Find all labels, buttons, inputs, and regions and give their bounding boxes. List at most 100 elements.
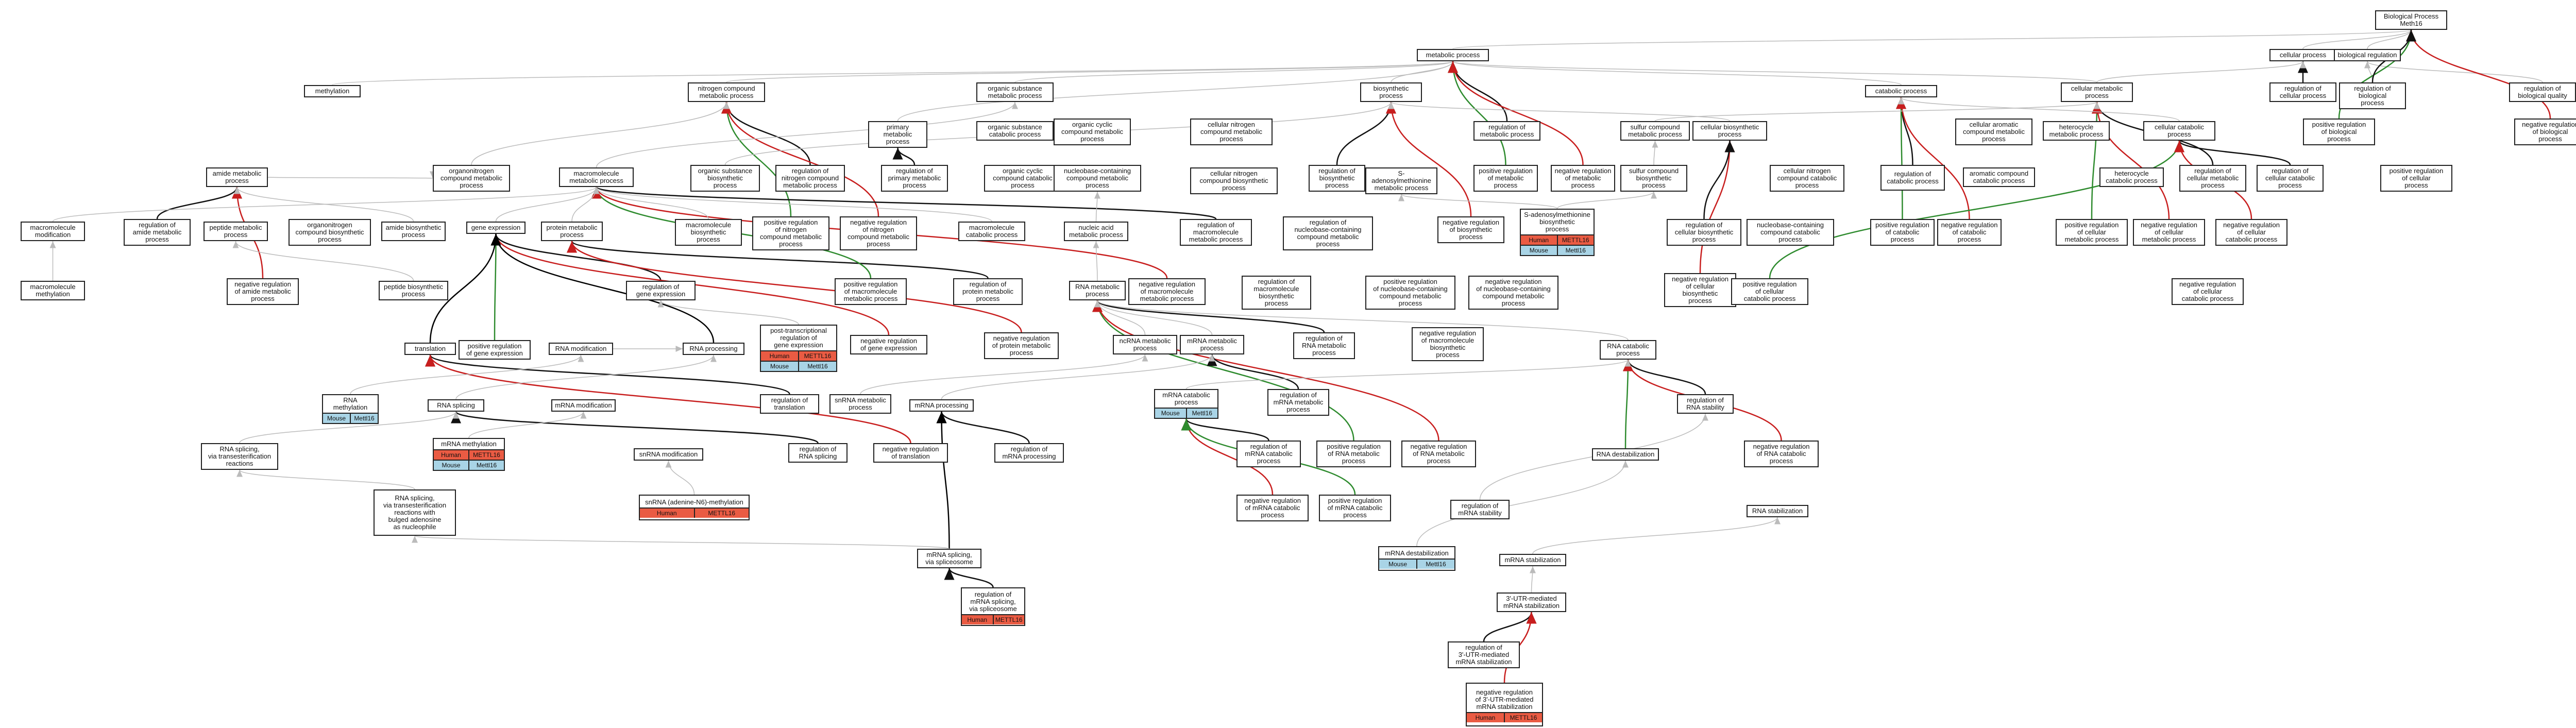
go-node-neg-reg-biosynthetic[interactable]: negative regulation of biosynthetic proc…: [1437, 216, 1504, 243]
gene-cell[interactable]: METTL16: [1504, 713, 1542, 722]
go-node-post-transcriptional-reg[interactable]: post-transcriptional regulation of gene …: [760, 325, 837, 372]
go-node-cellular-catabolic[interactable]: cellular catabolic process: [2143, 121, 2215, 141]
go-node-regulation-biological-process[interactable]: regulation of biological process: [2339, 82, 2406, 109]
go-node-organonitrogen-biosynthetic[interactable]: organonitrogen compound biosynthetic pro…: [289, 219, 371, 246]
go-node-catabolic-process[interactable]: catabolic process: [1865, 85, 1937, 97]
go-node-reg-macromolecule-biosynthetic[interactable]: regulation of macromolecule biosynthetic…: [1242, 276, 1311, 310]
go-node-regulation-metabolic[interactable]: regulation of metabolic process: [1473, 121, 1540, 141]
go-node-neg-reg-metabolic[interactable]: negative regulation of metabolic process: [1551, 165, 1615, 192]
go-node-reg-macromolecule-metabolic[interactable]: regulation of macromolecule metabolic pr…: [1180, 219, 1252, 246]
go-node-neg-reg-nitrogen-compound-metabolic[interactable]: negative regulation of nitrogen compound…: [840, 216, 917, 250]
go-node-pos-reg-cellular-process-2[interactable]: positive regulation of cellular process: [2380, 165, 2452, 192]
go-node-neg-reg-macromolecule-metabolic[interactable]: negative regulation of macromolecule met…: [1128, 278, 1206, 305]
go-node-neg-reg-rna-catabolic[interactable]: negative regulation of RNA catabolic pro…: [1744, 441, 1819, 467]
go-node-cellular-nitrogen-biosynthetic[interactable]: cellular nitrogen compound biosynthetic …: [1190, 167, 1278, 194]
go-node-methylation[interactable]: methylation: [304, 85, 361, 97]
go-node-organic-substance-catabolic[interactable]: organic substance catabolic process: [976, 121, 1054, 141]
go-node-sam-metabolic[interactable]: S-adenosylmethionine metabolic process: [1365, 167, 1437, 194]
go-node-reg-translation[interactable]: regulation of translation: [760, 394, 819, 414]
go-node-primary-metabolic[interactable]: primary metabolic process: [868, 121, 927, 148]
go-node-neg-reg-cellular-catabolic[interactable]: negative regulation of cellular cataboli…: [2215, 219, 2287, 246]
gene-cell[interactable]: METTL16: [693, 509, 749, 518]
gene-cell[interactable]: METTL16: [992, 615, 1024, 624]
species-cell[interactable]: Human: [761, 351, 798, 361]
gene-cell[interactable]: METTL16: [468, 450, 504, 460]
go-node-neg-reg-gene-expression[interactable]: negative regulation of gene expression: [850, 335, 927, 354]
go-node-neg-reg-biological-process[interactable]: negative regulation of biological proces…: [2514, 118, 2576, 145]
species-cell[interactable]: Mouse: [434, 461, 468, 470]
go-node-mrna-metabolic[interactable]: mRNA metabolic process: [1180, 335, 1244, 354]
go-node-peptide-metabolic[interactable]: peptide metabolic process: [204, 222, 268, 241]
go-node-pos-reg-catabolic[interactable]: positive regulation of catabolic process: [1870, 219, 1935, 246]
go-node-macromolecule-catabolic[interactable]: macromolecule catabolic process: [958, 222, 1025, 241]
go-node-nucleobase-catabolic[interactable]: nucleobase-containing compound catabolic…: [1747, 219, 1834, 246]
go-node-nucleobase-containing-metabolic[interactable]: nucleobase-containing compound metabolic…: [1054, 165, 1141, 192]
go-node-reg-cellular-catabolic[interactable]: regulation of cellular catabolic process: [2257, 165, 2324, 192]
go-node-reg-rna-metabolic[interactable]: regulation of RNA metabolic process: [1293, 332, 1355, 359]
go-node-neg-reg-cellular-metabolic[interactable]: negative regulation of cellular metaboli…: [2133, 219, 2205, 246]
go-node-regulation-cellular-process[interactable]: regulation of cellular process: [2269, 82, 2336, 102]
species-cell[interactable]: Human: [1467, 713, 1504, 722]
go-node-neg-reg-amide-metabolic[interactable]: negative regulation of amide metabolic p…: [227, 278, 299, 305]
go-node-sulfur-compound-biosynthetic[interactable]: sulfur compound biosynthetic process: [1620, 165, 1687, 192]
species-cell[interactable]: Mouse: [323, 414, 350, 423]
go-node-pos-reg-rna-metabolic[interactable]: positive regulation of RNA metabolic pro…: [1316, 441, 1391, 467]
go-node-rna-destabilization[interactable]: RNA destabilization: [1592, 448, 1659, 461]
gene-cell[interactable]: Mettl16: [798, 362, 836, 371]
go-node-aromatic-compound-catabolic[interactable]: aromatic compound catabolic process: [1963, 167, 2035, 187]
go-node-macromolecule-metabolic[interactable]: macromolecule metabolic process: [559, 167, 634, 187]
go-node-reg-cellular-biosynthetic[interactable]: regulation of cellular biosynthetic proc…: [1667, 219, 1741, 246]
gene-cell[interactable]: Mettl16: [1416, 560, 1454, 569]
go-node-reg-nitrogen-compound-metabolic[interactable]: regulation of nitrogen compound metaboli…: [775, 165, 845, 192]
species-cell[interactable]: Mouse: [1155, 409, 1186, 418]
gene-cell[interactable]: METTL16: [1556, 235, 1594, 245]
go-node-reg-primary-metabolic[interactable]: regulation of primary metabolic process: [881, 165, 948, 192]
go-node-neg-reg-catabolic[interactable]: negative regulation of catabolic process: [1937, 219, 2002, 246]
gene-cell[interactable]: Mettl16: [468, 461, 504, 470]
go-node-reg-cellular-metabolic[interactable]: regulation of cellular metabolic process: [2179, 165, 2246, 192]
go-node-rna-catabolic[interactable]: RNA catabolic process: [1600, 340, 1656, 360]
go-node-peptide-biosynthetic[interactable]: peptide biosynthetic process: [379, 281, 448, 300]
go-node-neg-reg-utr3-mrna-stabilization[interactable]: negative regulation of 3'-UTR-mediated m…: [1466, 683, 1543, 726]
go-node-cellular-metabolic-process[interactable]: cellular metabolic process: [2061, 82, 2133, 102]
go-node-reg-amide-metabolic[interactable]: regulation of amide metabolic process: [124, 219, 191, 246]
go-node-snrna-modification[interactable]: snRNA modification: [634, 448, 703, 461]
go-node-neg-reg-rna-metabolic[interactable]: negative regulation of RNA metabolic pro…: [1401, 441, 1476, 467]
gene-cell[interactable]: Mettl16: [1556, 246, 1594, 255]
go-node-neg-reg-protein-metabolic[interactable]: negative regulation of protein metabolic…: [984, 332, 1059, 359]
gene-cell[interactable]: Mettl16: [1185, 409, 1217, 418]
go-node-translation[interactable]: translation: [404, 343, 456, 355]
species-cell[interactable]: Mouse: [761, 362, 798, 371]
go-node-rna-splicing-transesterification[interactable]: RNA splicing, via transesterification re…: [201, 443, 278, 470]
species-cell[interactable]: Human: [962, 615, 993, 624]
go-node-pos-reg-gene-expression[interactable]: positive regulation of gene expression: [459, 340, 531, 360]
go-node-neg-reg-cellular-biosynthetic[interactable]: negative regulation of cellular biosynth…: [1664, 273, 1736, 307]
go-node-reg-mrna-stability[interactable]: regulation of mRNA stability: [1450, 500, 1510, 519]
gene-cell[interactable]: METTL16: [798, 351, 836, 361]
go-node-neg-reg-cellular-catabolic-2[interactable]: negative regulation of cellular cataboli…: [2172, 278, 2244, 305]
go-node-pos-reg-cellular-metabolic[interactable]: positive regulation of cellular metaboli…: [2056, 219, 2128, 246]
go-node-neg-reg-macromolecule-biosynthetic[interactable]: negative regulation of macromolecule bio…: [1412, 327, 1484, 361]
species-cell[interactable]: Human: [640, 509, 694, 518]
go-node-utr3-mrna-stabilization[interactable]: 3'-UTR-mediated mRNA stabilization: [1497, 592, 1566, 612]
go-node-rna-processing[interactable]: RNA processing: [683, 343, 744, 355]
go-node-biological-regulation[interactable]: biological regulation: [2334, 49, 2401, 61]
go-node-organic-substance-biosynthetic[interactable]: organic substance biosynthetic process: [690, 165, 760, 192]
go-node-mrna-modification[interactable]: mRNA modification: [551, 399, 616, 412]
go-node-cellular-nitrogen-metabolic[interactable]: cellular nitrogen compound metabolic pro…: [1190, 118, 1273, 145]
go-node-reg-protein-metabolic[interactable]: regulation of protein metabolic process: [953, 278, 1023, 305]
go-node-rna-splicing-bulged-adenosine[interactable]: RNA splicing, via transesterification re…: [374, 489, 456, 536]
go-node-pos-reg-nucleobase-metabolic[interactable]: positive regulation of nucleobase-contai…: [1365, 276, 1455, 310]
species-cell[interactable]: Human: [434, 450, 468, 460]
go-node-reg-mrna-catabolic[interactable]: regulation of mRNA catabolic process: [1236, 441, 1301, 467]
go-node-mrna-splicing-spliceosome[interactable]: mRNA splicing, via spliceosome: [917, 549, 981, 568]
go-node-pos-reg-cellular-catabolic[interactable]: positive regulation of cellular cataboli…: [1731, 278, 1808, 305]
gene-cell[interactable]: Mettl16: [350, 414, 378, 423]
species-cell[interactable]: Mouse: [1521, 246, 1557, 255]
go-node-pos-reg-mrna-catabolic[interactable]: positive regulation of mRNA catabolic pr…: [1319, 495, 1391, 521]
go-node-mrna-stabilization[interactable]: mRNA stabilization: [1499, 554, 1566, 566]
